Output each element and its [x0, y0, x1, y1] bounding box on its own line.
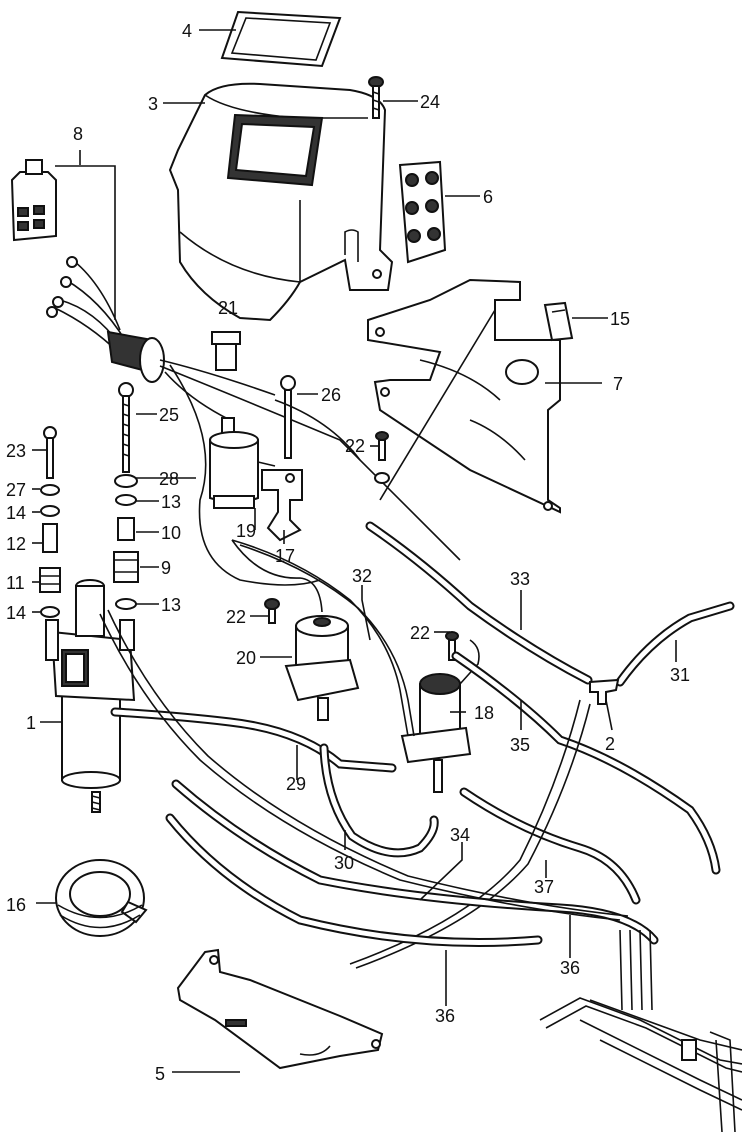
part-27-washer	[40, 484, 60, 496]
callout-36-right: 36	[560, 958, 580, 978]
callout-34: 34	[450, 825, 470, 845]
part-13-washer-upper	[115, 494, 137, 506]
part-23-screw	[43, 426, 57, 479]
callout-36-bottom: 36	[435, 1006, 455, 1026]
callout-4: 4	[182, 21, 192, 41]
part-21-solenoid-valve	[209, 417, 276, 509]
callout-31: 31	[670, 665, 690, 685]
part-7-bracket	[367, 278, 561, 514]
callout-1: 1	[26, 713, 36, 733]
callout-7: 7	[613, 374, 623, 394]
callout-15: 15	[610, 309, 630, 329]
part-26-screw	[280, 375, 296, 459]
part-5-plate	[176, 948, 384, 1070]
callout-8: 8	[73, 124, 83, 144]
frame-lines	[539, 929, 742, 1132]
callout-18: 18	[474, 703, 494, 723]
callout-26: 26	[321, 385, 341, 405]
callout-14-upper: 14	[6, 503, 26, 523]
callout-27: 27	[6, 480, 26, 500]
hose-36-upper	[171, 779, 659, 945]
callout-labels: 4 3 24 6 8 15 7 21 26 25 22 23 28 27 13 …	[6, 21, 690, 1084]
callout-29: 29	[286, 774, 306, 794]
part-22-screw-upper	[375, 431, 389, 461]
callout-30: 30	[334, 853, 354, 873]
callout-22-middle: 22	[226, 607, 246, 627]
hose-35	[451, 651, 721, 875]
part-16-damper	[55, 859, 148, 937]
part-1-filter	[45, 579, 136, 813]
callout-20: 20	[236, 648, 256, 668]
callout-22-lower: 22	[410, 623, 430, 643]
hose-32	[231, 539, 415, 737]
part-18-fuel-pump	[400, 639, 480, 793]
hose-37	[459, 787, 641, 905]
part-25-screw	[118, 382, 134, 473]
hose-29	[110, 707, 397, 773]
callout-28: 28	[159, 469, 179, 489]
callout-24: 24	[420, 92, 440, 112]
part-2-t-joint	[589, 678, 620, 705]
part-4-gasket	[220, 10, 342, 68]
part-28-washer	[114, 474, 138, 488]
callout-2: 2	[605, 734, 615, 754]
part-10-spacer	[117, 517, 135, 541]
callout-3: 3	[148, 94, 158, 114]
callout-17: 17	[275, 546, 295, 566]
part-12-spacer	[42, 523, 58, 553]
part-19-grommet	[211, 331, 241, 371]
callout-33: 33	[510, 569, 530, 589]
callout-14-lower: 14	[6, 603, 26, 623]
part-9-grommet	[113, 551, 139, 583]
callout-22-upper: 22	[345, 436, 365, 456]
callout-23: 23	[6, 441, 26, 461]
hose-30	[319, 743, 439, 858]
part-11-grommet	[39, 567, 61, 593]
part-20-fuel-pump	[231, 539, 360, 721]
part-22-screw-middle	[264, 598, 280, 624]
callout-13-upper: 13	[161, 492, 181, 512]
hose-36-lower	[165, 813, 543, 947]
callout-16: 16	[6, 895, 26, 915]
part-8-harness	[46, 256, 461, 586]
ground-terminal	[274, 399, 390, 484]
callout-32: 32	[352, 566, 372, 586]
callout-37: 37	[534, 877, 554, 897]
callout-12: 12	[6, 534, 26, 554]
hose-main-long	[99, 609, 629, 921]
callout-35: 35	[510, 735, 530, 755]
part-3-cover	[168, 82, 394, 322]
part-8-connector	[10, 159, 57, 242]
part-14-washer-upper	[40, 505, 60, 517]
callout-13-lower: 13	[161, 595, 181, 615]
leader-lines	[32, 29, 677, 1073]
part-14-washer-lower	[40, 606, 60, 618]
part-13-washer-lower	[115, 598, 137, 610]
callout-21: 19	[236, 521, 256, 541]
part-22-screw-lower	[445, 631, 459, 661]
part-17-bracket	[261, 469, 303, 542]
callout-10: 10	[161, 523, 181, 543]
part-15-clip	[543, 301, 574, 342]
hose-31	[615, 601, 735, 687]
callout-5: 5	[155, 1064, 165, 1084]
part-6-terminal-block	[398, 160, 447, 264]
callout-25: 25	[159, 405, 179, 425]
callout-11: 11	[6, 573, 25, 593]
callout-9: 9	[161, 558, 171, 578]
part-24-screw	[368, 76, 384, 119]
callout-19: 21	[218, 298, 238, 318]
callout-6: 6	[483, 187, 493, 207]
hose-33	[365, 521, 593, 685]
